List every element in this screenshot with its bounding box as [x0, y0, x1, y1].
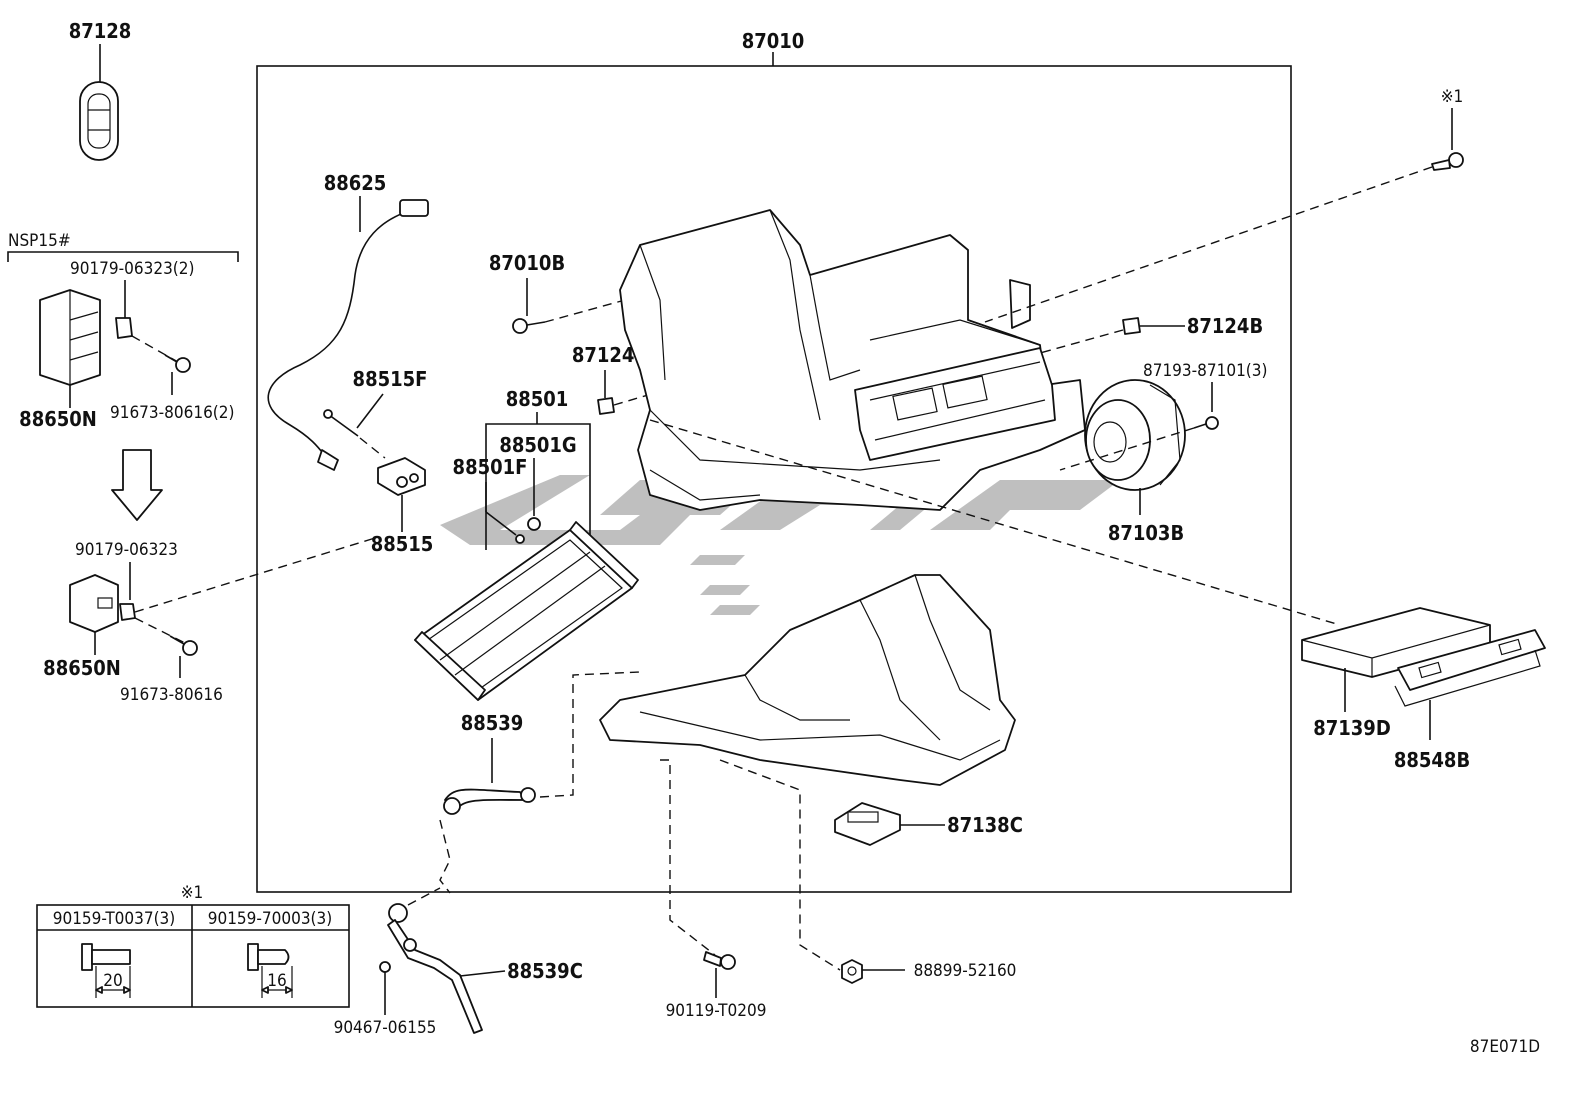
ecu-88650n-bottom[interactable] — [69, 574, 119, 633]
screw-note1-top[interactable] — [1431, 152, 1464, 171]
screw-87010b[interactable] — [512, 318, 546, 334]
label-90179-06323-2: 90179-06323(2) — [70, 259, 194, 279]
clip-87124b-left[interactable] — [597, 397, 615, 415]
label-88515f: 88515F — [353, 367, 428, 391]
screw-91673-bottom[interactable] — [169, 635, 198, 656]
svg-text:16: 16 — [267, 971, 286, 991]
label-91673-80616: 91673-80616 — [120, 685, 223, 705]
label-87010b: 87010B — [489, 251, 565, 275]
label-88501: 88501 — [506, 387, 569, 411]
label-88899-52160: 88899-52160 — [914, 961, 1017, 981]
label-88625: 88625 — [324, 171, 387, 195]
note-mark-top: ※1 — [1441, 87, 1464, 107]
bolt-90119[interactable] — [703, 951, 736, 970]
down-arrow — [111, 449, 163, 521]
oring-88501f[interactable] — [515, 534, 525, 544]
sensor-wire-88625[interactable] — [267, 199, 429, 471]
hvac-upper-case[interactable] — [619, 209, 1086, 511]
filter-cover-88548b[interactable] — [1394, 629, 1546, 707]
note-mark-table: ※1 — [181, 883, 204, 903]
hvac-lower-case[interactable] — [599, 574, 1016, 786]
screw-91673-top[interactable] — [164, 354, 191, 373]
grommet-87128[interactable] — [79, 81, 119, 161]
ecu-88650n-top[interactable] — [39, 289, 101, 386]
label-88548b: 88548B — [1394, 748, 1470, 772]
fastener-bolt-16: 16 — [247, 943, 293, 998]
label-90467-06155: 90467-06155 — [334, 1018, 437, 1038]
label-87103b: 87103B — [1108, 521, 1184, 545]
clip-87124b-right[interactable] — [1122, 317, 1141, 335]
bolt-88515f[interactable] — [323, 409, 359, 437]
label-87128: 87128 — [69, 19, 132, 43]
label-87139d: 87139D — [1313, 716, 1391, 740]
label-90179-06323: 90179-06323 — [75, 540, 178, 560]
pipe-88539c[interactable] — [387, 903, 483, 1034]
pipe-88539[interactable] — [443, 787, 536, 815]
label-87138c: 87138C — [947, 813, 1023, 837]
valve-88515[interactable] — [377, 457, 426, 496]
label-88515: 88515 — [371, 532, 434, 556]
oring-88501g[interactable] — [527, 517, 541, 531]
label-91673-80616-2: 91673-80616(2) — [110, 403, 234, 423]
clip-90179-top[interactable] — [115, 317, 133, 339]
label-90119-t0209: 90119-T0209 — [666, 1001, 767, 1021]
variant-label: NSP15# — [8, 231, 71, 251]
fastener-col1-header: 90159-T0037(3) — [53, 909, 176, 929]
drawing-code: 87E071D — [1470, 1037, 1540, 1057]
heater-core-88501[interactable] — [414, 521, 639, 701]
label-88501g: 88501G — [499, 433, 576, 457]
label-88650n-top: 88650N — [19, 407, 97, 431]
fastener-col2-header: 90159-70003(3) — [208, 909, 332, 929]
screw-87193[interactable] — [1193, 416, 1219, 430]
assembly-label: 87010 — [742, 29, 805, 53]
label-88539: 88539 — [461, 711, 524, 735]
label-88501f: 88501F — [453, 455, 528, 479]
resistor-87138c[interactable] — [834, 802, 901, 846]
fastener-table: 90159-T0037(3) 90159-70003(3) 20 16 — [36, 904, 350, 1008]
clip-90179-bottom[interactable] — [119, 603, 136, 621]
nut-88899[interactable] — [841, 959, 863, 984]
label-88650n-bottom: 88650N — [43, 656, 121, 680]
nut-90467[interactable] — [379, 961, 391, 973]
label-88539c: 88539C — [507, 959, 583, 983]
assembly-frame — [256, 65, 1292, 893]
blower-motor-87103b[interactable] — [1084, 379, 1186, 491]
label-87193-87101-3: 87193-87101(3) — [1143, 361, 1267, 381]
fastener-bolt-20: 20 — [81, 943, 131, 998]
label-87124b-right: 87124B — [1187, 314, 1263, 338]
svg-text:20: 20 — [103, 971, 122, 991]
